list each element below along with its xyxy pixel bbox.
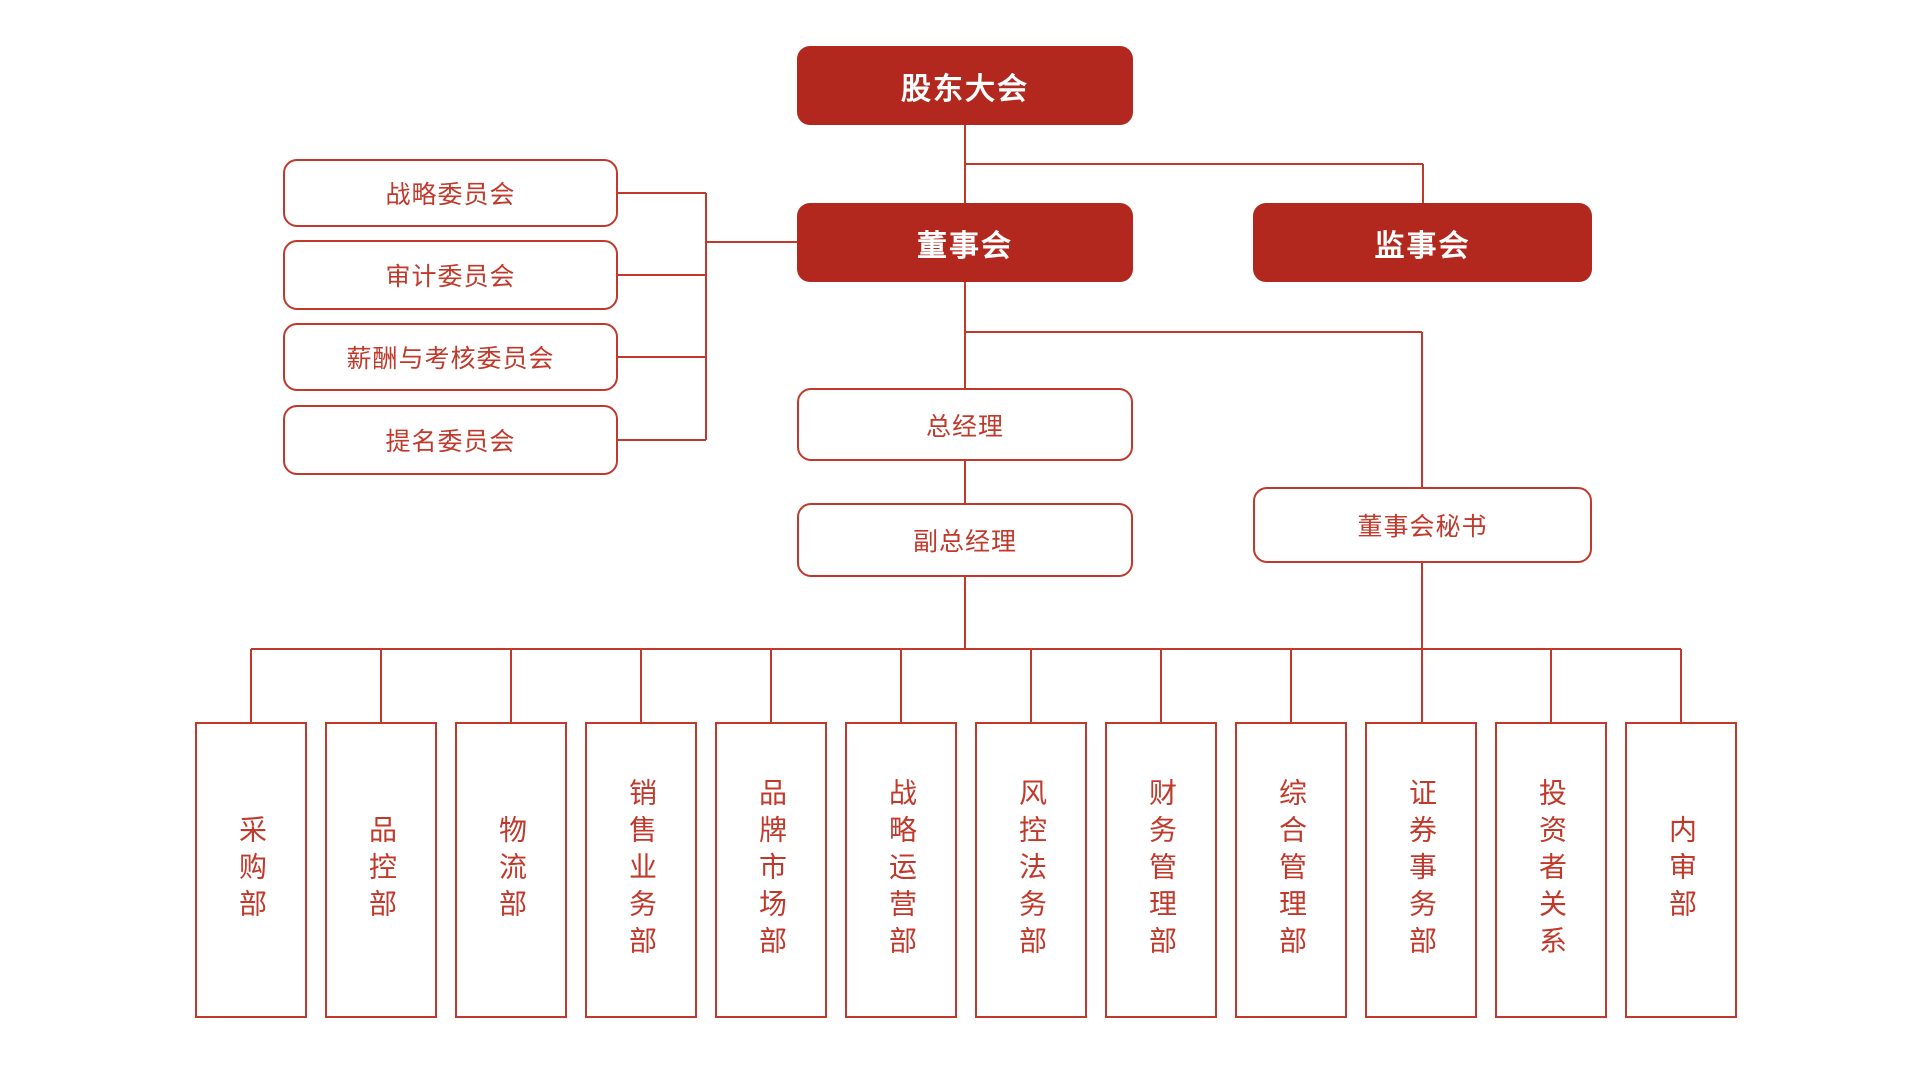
- org-node-dept-logistics: 物流部: [455, 722, 567, 1018]
- org-node-dept-general-management: 综合管理部: [1235, 722, 1347, 1018]
- connector-line: [1421, 563, 1423, 722]
- org-node-board-secretary: 董事会秘书: [1253, 487, 1592, 563]
- connector-line: [1680, 649, 1682, 722]
- connector-line: [1160, 649, 1162, 722]
- org-node-remuneration-assessment-committee: 薪酬与考核委员会: [283, 323, 618, 391]
- org-node-dept-procurement: 采购部: [195, 722, 307, 1018]
- org-node-nomination-committee: 提名委员会: [283, 405, 618, 475]
- org-node-dept-strategic-operations: 战略运营部: [845, 722, 957, 1018]
- connector-line: [618, 439, 706, 441]
- org-node-dept-securities-affairs: 证券事务部: [1365, 722, 1477, 1018]
- org-node-dept-sales-business: 销售业务部: [585, 722, 697, 1018]
- org-node-board-of-directors: 董事会: [797, 203, 1133, 282]
- connector-line: [706, 241, 797, 243]
- connector-line: [965, 331, 1422, 333]
- org-node-dept-brand-marketing: 品牌市场部: [715, 722, 827, 1018]
- connector-line: [1030, 649, 1032, 722]
- connector-line: [705, 193, 707, 440]
- connector-line: [1290, 649, 1292, 722]
- org-node-strategy-committee: 战略委员会: [283, 159, 618, 227]
- org-node-dept-financial-management: 财务管理部: [1105, 722, 1217, 1018]
- connector-line: [618, 274, 706, 276]
- org-node-dept-investor-relations: 投资者关系: [1495, 722, 1607, 1018]
- connector-line: [900, 649, 902, 722]
- org-node-supervisory-board: 监事会: [1253, 203, 1592, 282]
- connector-line: [618, 192, 706, 194]
- connector-line: [964, 461, 966, 503]
- org-node-dept-quality-control: 品控部: [325, 722, 437, 1018]
- connector-line: [1421, 332, 1423, 487]
- org-node-audit-committee: 审计委员会: [283, 240, 618, 310]
- connector-line: [251, 648, 1681, 650]
- org-node-shareholders-meeting: 股东大会: [797, 46, 1133, 125]
- connector-line: [250, 649, 252, 722]
- connector-line: [770, 649, 772, 722]
- org-node-deputy-general-manager: 副总经理: [797, 503, 1133, 577]
- connector-line: [618, 356, 706, 358]
- connector-line: [510, 649, 512, 722]
- connector-line: [640, 649, 642, 722]
- org-node-dept-risk-control-legal: 风控法务部: [975, 722, 1087, 1018]
- connector-line: [964, 282, 966, 388]
- org-node-dept-internal-audit: 内审部: [1625, 722, 1737, 1018]
- connector-line: [964, 577, 966, 649]
- connector-line: [1422, 164, 1424, 203]
- connector-line: [380, 649, 382, 722]
- org-node-general-manager: 总经理: [797, 388, 1133, 461]
- connector-line: [1550, 649, 1552, 722]
- connector-line: [965, 163, 1423, 165]
